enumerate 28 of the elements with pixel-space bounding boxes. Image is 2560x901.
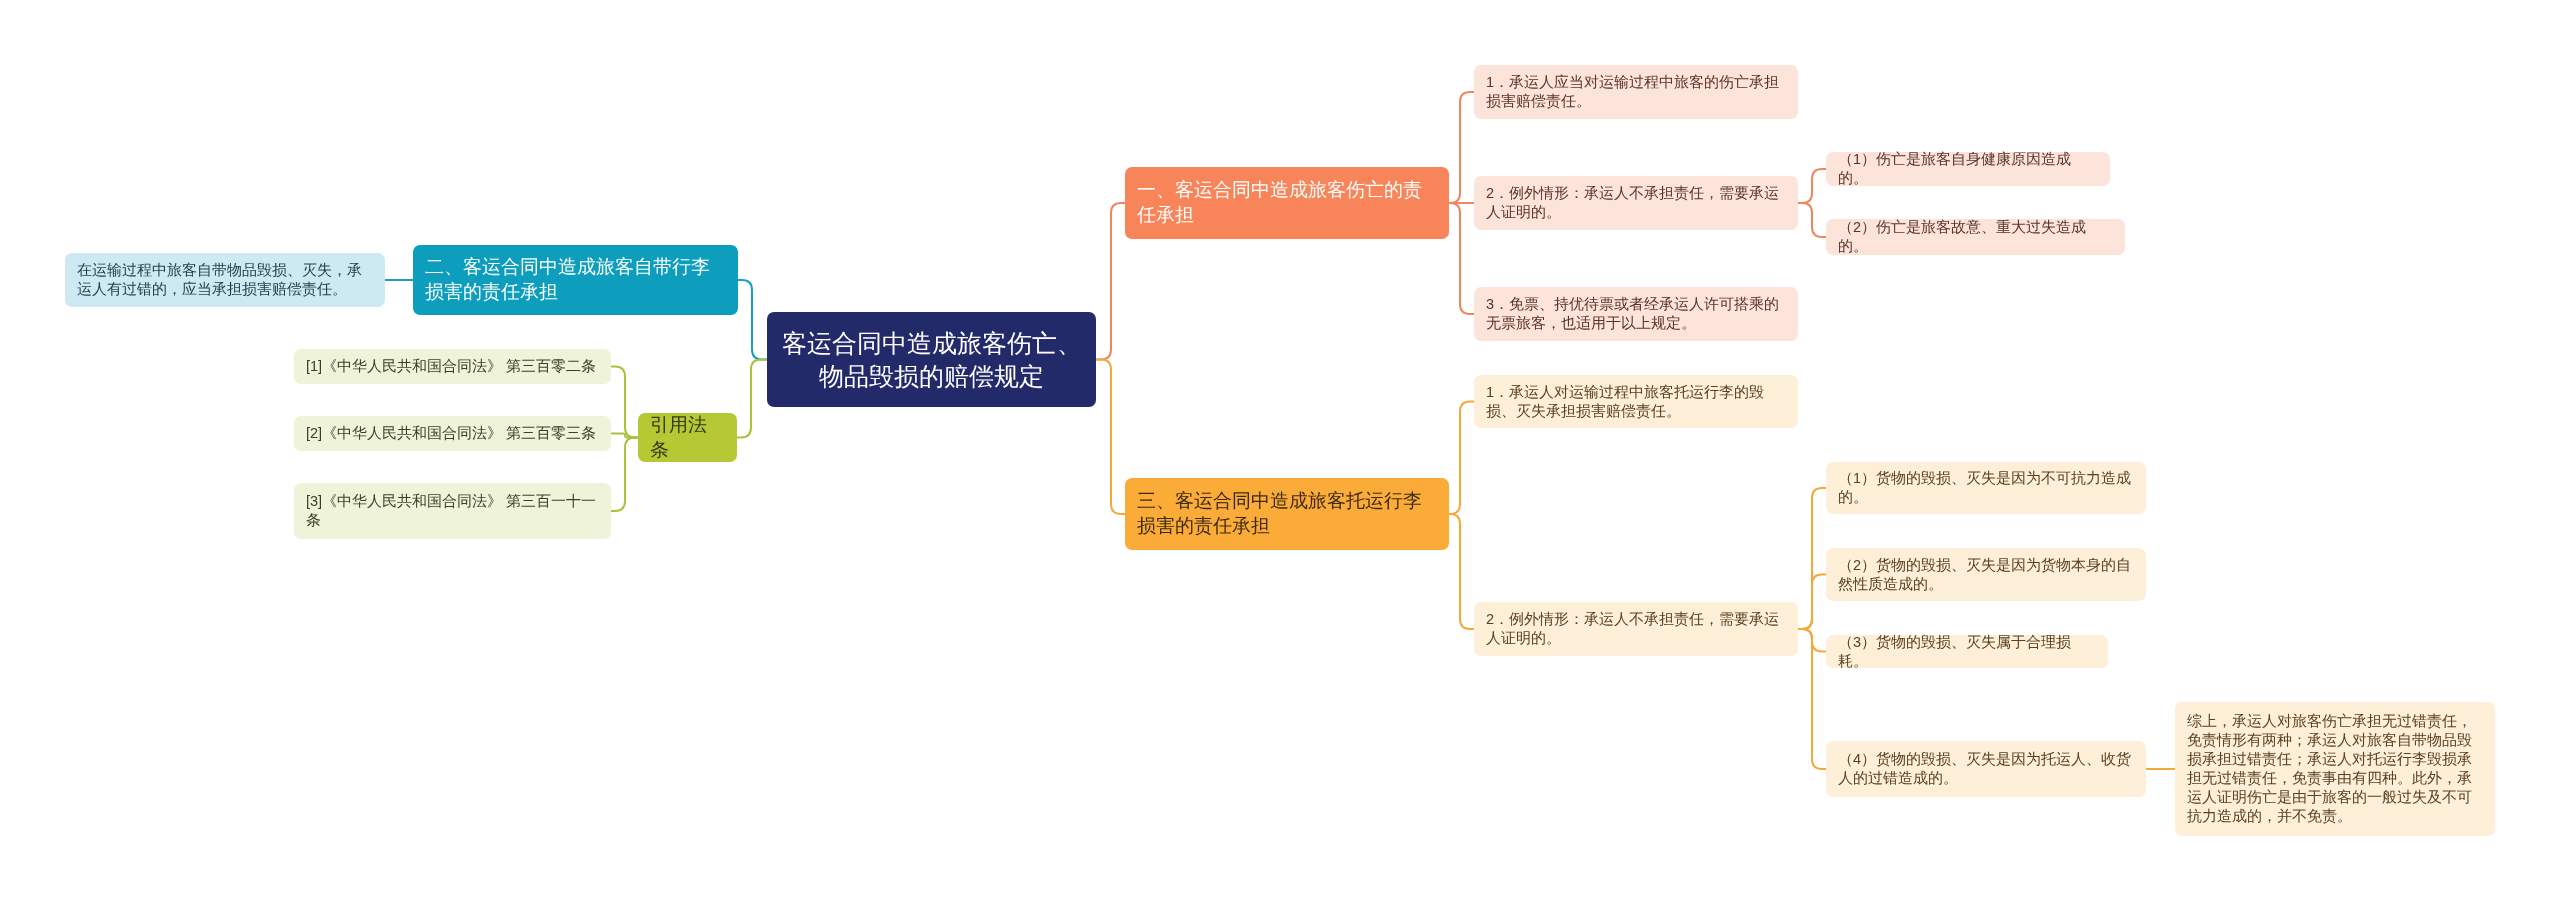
subtopic-box: （4）货物的毁损、灭失是因为托运人、收货人的过错造成的。: [1826, 741, 2146, 797]
subtopic-box: [1]《中华人民共和国合同法》 第三百零二条: [294, 349, 611, 384]
subtopic-box: （1）伤亡是旅客自身健康原因造成的。: [1826, 152, 2110, 186]
connector-line: [2145, 768, 2176, 770]
subtopic-box: （2）伤亡是旅客故意、重大过失造成的。: [1826, 219, 2125, 255]
subtopic-box: 综上，承运人对旅客伤亡承担无过错责任，免责情形有两种；承运人对旅客自带物品毁损承担过错责任；承运人对托运行李毁损承担无过错责任，免责事由有四种。此外，承运人证明伤亡是由于旅客的一般过失及不可抗力造成的，并不免责。: [2175, 702, 2495, 836]
subtopic-box: （2）货物的毁损、灭失是因为货物本身的自然性质造成的。: [1826, 548, 2146, 601]
subtopic-box: 3．免票、持优待票或者经承运人许可搭乘的无票旅客，也适用于以上规定。: [1474, 287, 1798, 341]
topic-box: 二、客运合同中造成旅客自带行李损害的责任承担: [413, 245, 738, 315]
topic-box: 引用法条: [638, 413, 737, 462]
central-topic-box: 客运合同中造成旅客伤亡、物品毁损的赔偿规定: [767, 312, 1096, 407]
connector-line: [384, 279, 414, 281]
connector-line: [1448, 202, 1475, 315]
subtopic-box: 在运输过程中旅客自带物品毁损、灭失，承运人有过错的，应当承担损害赔偿责任。: [65, 253, 385, 307]
subtopic-box: （3）货物的毁损、灭失属于合理损耗。: [1826, 635, 2108, 668]
topic-box: 一、客运合同中造成旅客伤亡的责任承担: [1125, 167, 1449, 239]
connector-line: [1095, 358, 1126, 515]
connector-line: [610, 436, 639, 512]
topic-box: 三、客运合同中造成旅客托运行李损害的责任承担: [1125, 478, 1449, 550]
subtopic-box: 2．例外情形：承运人不承担责任，需要承运人证明的。: [1474, 602, 1798, 656]
subtopic-box: 1．承运人对运输过程中旅客托运行李的毁损、灭失承担损害赔偿责任。: [1474, 375, 1798, 428]
subtopic-box: 2．例外情形：承运人不承担责任，需要承运人证明的。: [1474, 176, 1798, 230]
connector-line: [1448, 513, 1475, 630]
subtopic-box: 1．承运人应当对运输过程中旅客的伤亡承担损害赔偿责任。: [1474, 65, 1798, 119]
subtopic-box: [3]《中华人民共和国合同法》 第三百一十一条: [294, 483, 611, 539]
subtopic-box: （1）货物的毁损、灭失是因为不可抗力造成的。: [1826, 462, 2146, 514]
subtopic-box: [2]《中华人民共和国合同法》 第三百零三条: [294, 416, 611, 451]
connector-line: [736, 358, 768, 439]
